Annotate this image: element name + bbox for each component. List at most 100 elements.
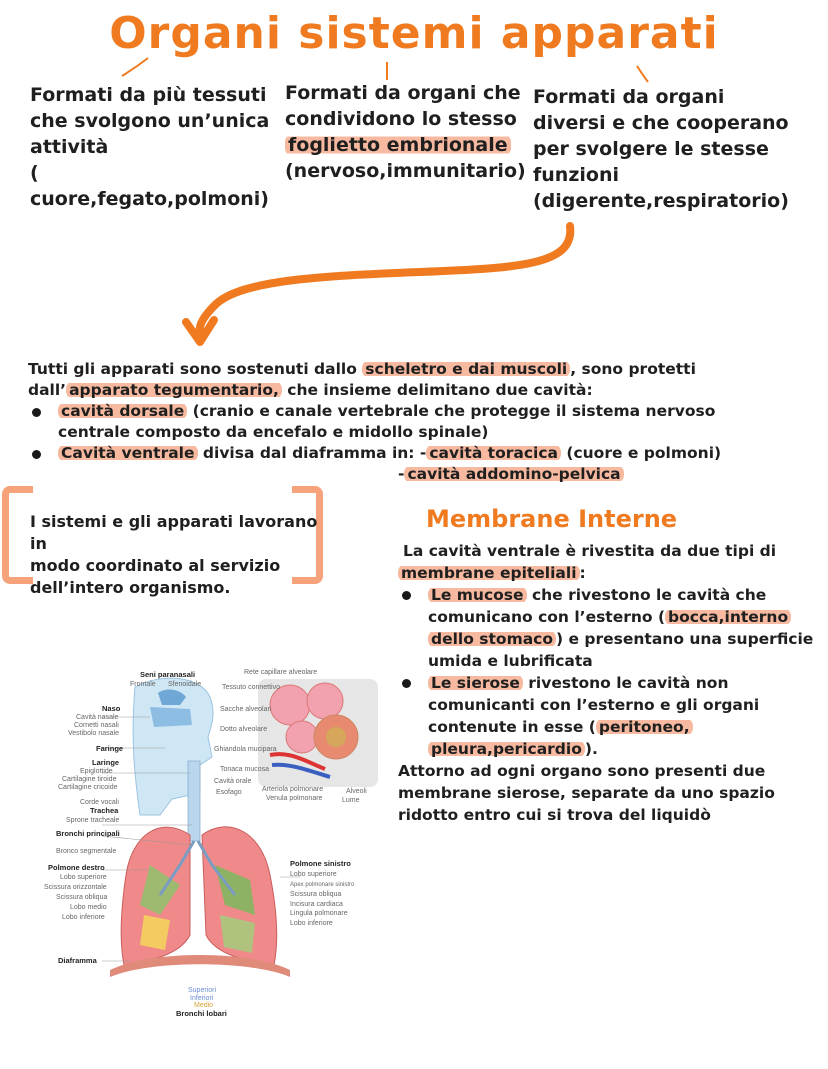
text: comunicano con l’esterno ( [428,608,666,626]
label-lume: Lume [342,797,360,804]
label-bronchi: Bronchi principali [56,829,120,838]
bracket-right [292,486,323,584]
text: che insieme delimitano due cavità: [281,381,593,399]
label-tessuto: Tessuto connettivo [222,684,280,691]
bullet-cavita-dorsale: cavità dorsale (cranio e canale vertebra… [28,401,808,443]
col3-line: funzioni [533,164,619,186]
text: che rivestono le cavità che [526,586,767,604]
box-note: I sistemi e gli apparati lavorano in mod… [30,511,320,599]
bullet-mucose: Le mucose che rivestono le cavità che co… [398,584,818,672]
box-line: I sistemi e gli apparati lavorano in [30,512,318,553]
bullet-dot-icon [32,450,41,459]
text: Attorno ad ogni organo sono presenti due [398,762,766,780]
highlight-addomino: cavità addomino-pelvica [404,465,624,483]
label-lobari: Bronchi lobari [176,1009,227,1018]
text: umida e lubrificata [428,652,593,670]
label-pd1: Lobo superiore [60,874,107,881]
label-esofago: Esofago [216,789,242,796]
label-ps2: Apex polmonare sinistro [290,882,355,888]
title-connectors [121,57,649,83]
label-pd2: Scissura orizzontale [44,884,107,891]
label-diaframma: Diaframma [58,956,98,965]
text: : [579,564,586,582]
label-ps3: Scissura obliqua [290,891,341,898]
column-sistemi: Formati da organi che condividono lo ste… [285,80,526,184]
respiratory-diagram: Seni paranasali Frontale Sfenoidale Naso… [44,669,378,1018]
col2-line: condividono lo stesso [285,108,517,130]
label-faringe: Faringe [96,744,123,753]
text: , sono protetti [570,360,696,378]
text: ). [584,740,598,758]
membrane-section: La cavità ventrale è rivestita da due ti… [398,540,818,826]
label-ps5: Lingula polmonare [290,910,348,917]
label-seni: Seni paranasali [140,670,195,679]
highlight-sierose: Le sierose [428,674,523,692]
label-frontale: Frontale [130,681,156,688]
bullet-cavita-ventrale: Cavità ventrale divisa dal diaframma in:… [28,443,808,485]
label-sup: Superiori [188,987,216,994]
label-rete: Rete capillare alveolare [244,669,317,676]
text: divisa dal diaframma in: - [197,444,427,462]
label-inf: Inferiori [190,995,214,1002]
label-trachea: Trachea [90,806,119,815]
col1-line: Formati da più tessuti [30,84,267,106]
col3-line: (digerente,respiratorio) [533,190,789,212]
col2-line: Formati da organi che [285,82,521,104]
label-laringe: Laringe [92,758,119,767]
label-corde: Corde vocali [80,799,119,806]
text: dall’ [28,381,67,399]
label-sfenoidale: Sfenoidale [168,681,201,688]
label-medio: Medio [194,1002,213,1009]
highlight-mucose: Le mucose [428,586,527,604]
label-pd5: Lobo inferiore [62,914,105,921]
text: (cuore e polmoni) [560,444,722,462]
bracket-left [2,486,33,584]
col1-line: ( cuore,fegato,polmoni) [30,162,269,210]
text: Tutti gli apparati sono sostenuti dallo [28,360,363,378]
label-lar2: Cartilagine tiroide [62,776,117,783]
text: membrane sierose, separate da uno spazio [398,784,775,802]
text: - [398,465,405,483]
label-pdestro: Polmone destro [48,863,105,872]
text: contenute in esse ( [428,718,596,736]
highlight-toracica: cavità toracica [426,444,561,462]
label-sacche: Sacche alveolari [220,706,272,713]
text: comunicanti con l’esterno e gli organi [428,696,760,714]
label-naso1: Cavità nasale [76,714,119,721]
highlight-epiteliali: membrane epiteliali [398,564,580,582]
bullet-dot-icon [402,591,411,600]
curved-arrow-icon [182,222,575,346]
label-lar3: Cartilagine cricoide [58,784,118,791]
nasal-cavity [150,707,192,727]
col3-line: diversi e che cooperano [533,112,789,134]
text: ) e presentano una superficie [556,630,814,648]
box-line: dell’intero organismo. [30,578,231,597]
label-pd3: Scissura obliqua [56,894,107,901]
label-ps6: Lobo inferiore [290,920,333,927]
label-ghiandola: Ghiandola mucipara [214,746,277,753]
bullet-dot-icon [32,408,41,417]
membrane-heading: Membrane Interne [426,505,678,533]
column-apparati: Formati da organi diversi e che cooperan… [533,84,813,214]
page-title: Organi sistemi apparati [109,8,719,59]
label-ps1: Lobo superiore [290,871,337,878]
col3-line: per svolgere le stesse [533,138,769,160]
highlight-pleura: pleura,pericardio [428,740,585,758]
label-pd4: Lobo medio [70,904,107,911]
label-tonaca: Tonaca mucosa [220,766,269,773]
column-organi: Formati da più tessuti che svolgono un’u… [30,82,270,212]
label-bronco-seg: Bronco segmentale [56,848,116,855]
label-naso: Naso [102,704,121,713]
label-alveoli: Alveoli [346,788,367,795]
highlight-foglietto: foglietto embrionale [285,134,511,156]
label-psinistro: Polmone sinistro [290,859,351,868]
label-dotto: Dotto alveolare [220,726,267,733]
label-sprone: Sprone tracheale [66,817,119,824]
bullet-dot-icon [402,679,411,688]
text: (cranio e canale vertebrale che protegge… [187,402,716,420]
box-line: modo coordinato al servizio [30,556,281,575]
highlight-scheletro: scheletro e dai muscoli [362,360,571,378]
sinus-shape [158,689,186,705]
text: ridotto entro cui si trova del liquidò [398,806,711,824]
text: La cavità ventrale è rivestita da due ti… [403,542,777,560]
